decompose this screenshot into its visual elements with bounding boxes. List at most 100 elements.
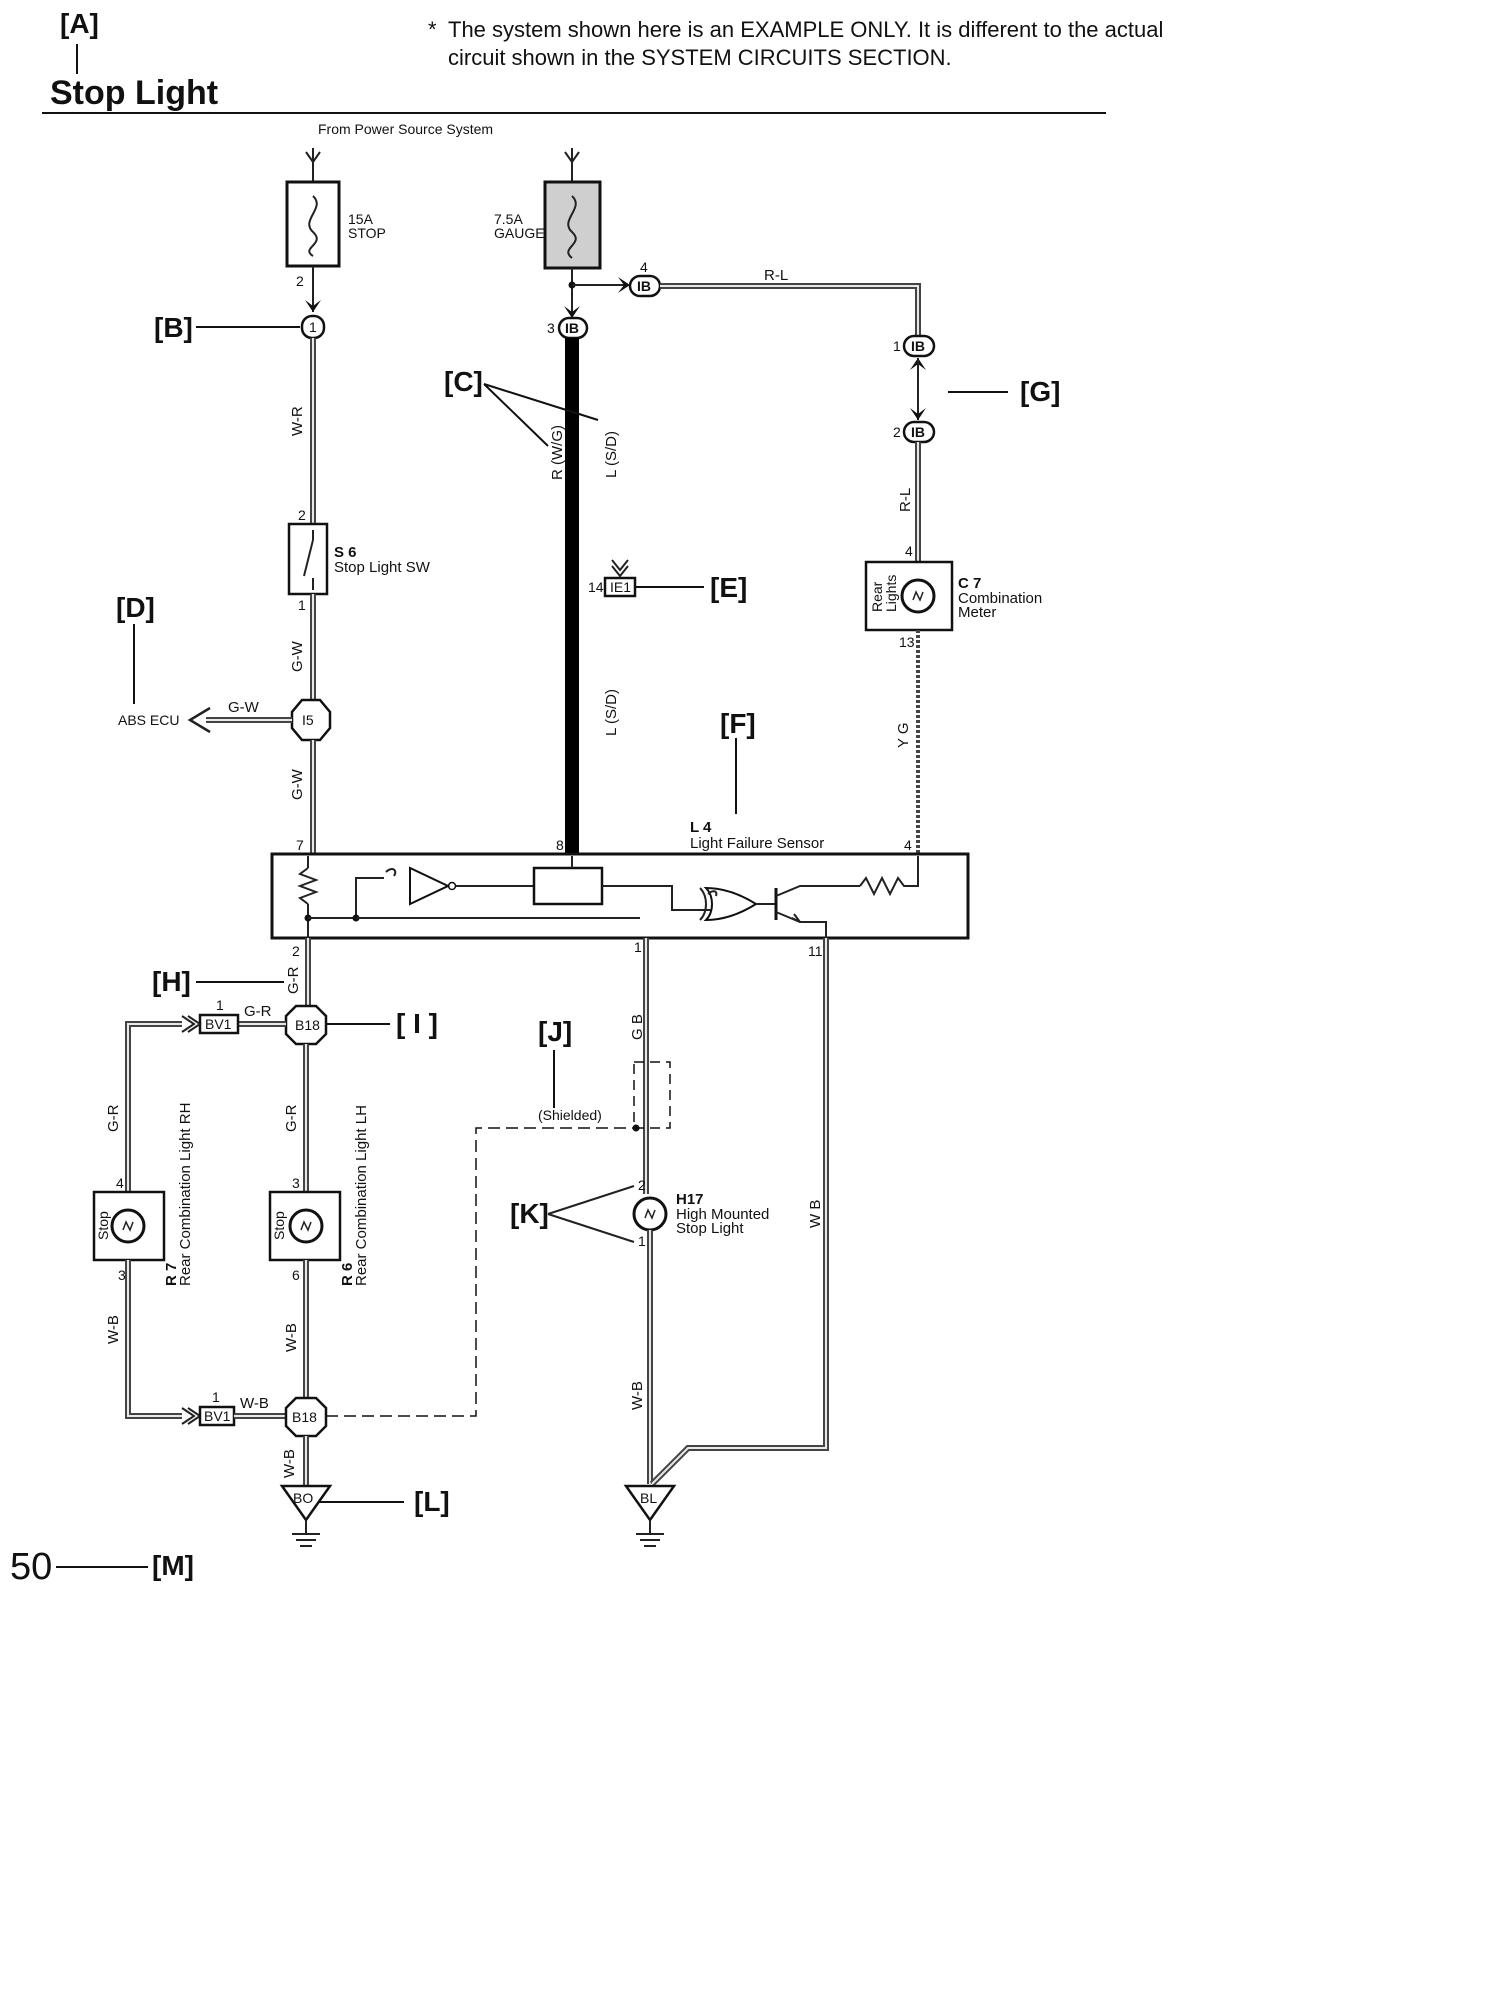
h17-pin-top: 2 xyxy=(638,1177,646,1193)
r7-pin-bottom: 3 xyxy=(118,1267,126,1283)
callout-c: [C] xyxy=(444,366,483,397)
c7-meter-body xyxy=(864,560,954,632)
connector-bv1-lower-label: BV1 xyxy=(204,1408,231,1424)
abs-ecu-label: ABS ECU xyxy=(118,712,179,728)
ground-bl-label: BL xyxy=(640,1490,657,1506)
shielded-label: (Shielded) xyxy=(538,1107,602,1123)
l4-pin-4: 4 xyxy=(904,837,912,853)
wire-label-g-w-upper: G-W xyxy=(289,640,306,672)
callout-k-leaders xyxy=(547,1185,635,1243)
connector-bv1-lower-pin: 1 xyxy=(212,1389,220,1405)
l4-pin-8: 8 xyxy=(556,837,564,853)
r7-name: Rear Combination Light RH xyxy=(177,1103,194,1286)
r6-pin-bottom: 6 xyxy=(292,1267,300,1283)
wire-label-g-w-abs: G-W xyxy=(228,699,260,716)
c7-name2: Meter xyxy=(958,604,996,621)
l4-pin-1: 1 xyxy=(634,939,642,955)
connector-ib-pin1-label: IB xyxy=(911,338,925,354)
callout-a-leader xyxy=(76,44,78,74)
wire-label-w-b-return: W B xyxy=(807,1200,824,1228)
connector-ib-pin3-number: 3 xyxy=(547,320,555,336)
callout-a: [A] xyxy=(60,8,99,39)
l4-light-failure-sensor: L 4 Light Failure Sensor 2 1 11 xyxy=(270,819,970,959)
l4-pin-11: 11 xyxy=(808,943,823,959)
connector-ib-pin4-number: 4 xyxy=(640,259,648,275)
wire-label-g-r-horizontal: G-R xyxy=(244,1003,272,1020)
l4-pin-2: 2 xyxy=(292,943,300,959)
l4-sense-resistor xyxy=(297,867,319,905)
gauge-fuse-element xyxy=(567,195,577,259)
wire-label-g-w-lower: G-W xyxy=(289,768,306,800)
wire-label-g-b: G B xyxy=(629,1014,646,1040)
connector-ie1-label: IE1 xyxy=(610,579,631,595)
gauge-fuse-box xyxy=(543,180,602,270)
wire-label-w-b-r7: W-B xyxy=(105,1315,122,1344)
l4-pin-7: 7 xyxy=(296,837,304,853)
r7-code: R 7 xyxy=(163,1263,180,1286)
h17-name2: Stop Light xyxy=(676,1220,744,1237)
wire-label-r-wg: R (W/G) xyxy=(549,425,566,480)
callout-f: [F] xyxy=(720,708,756,739)
h17-pin-bottom: 1 xyxy=(638,1233,646,1249)
callout-i: [ I ] xyxy=(396,1008,438,1039)
r7-pin-top: 4 xyxy=(116,1175,124,1191)
r7-inner-label: Stop xyxy=(95,1211,111,1240)
stop-circuit-left: 1 W-R 2 S 6 Stop Light SW 1 G-W I5 G-W A… xyxy=(118,266,431,856)
shield-outline xyxy=(633,1061,671,1129)
h17-code: H17 xyxy=(676,1191,704,1208)
l4-input-resistor xyxy=(859,856,919,897)
junction-i5-label: I5 xyxy=(302,712,314,728)
c7-pin-top: 4 xyxy=(905,543,913,559)
gauge-fuse-name: GAUGE xyxy=(494,225,545,241)
callout-l: [L] xyxy=(414,1486,450,1517)
c7-lamp xyxy=(900,578,936,614)
stop-fuse-element xyxy=(308,195,318,257)
callout-d: [D] xyxy=(116,592,155,623)
l4-or-gate xyxy=(703,886,758,922)
gauge-feed-arrow xyxy=(564,151,580,164)
callout-m-leader xyxy=(56,1566,148,1568)
connector-ib-pin2-number: 2 xyxy=(893,424,901,440)
gauge-fuse-rating: 7.5A xyxy=(494,211,523,227)
wire-label-g-r-h: G-R xyxy=(285,966,302,994)
wire-label-y-g: Y G xyxy=(895,722,912,748)
shield-drain-wire xyxy=(326,1127,640,1417)
wire-label-w-b-ground: W-B xyxy=(281,1449,298,1478)
connector-ib-pin3-label: IB xyxy=(565,320,579,336)
c7-name1: Combination xyxy=(958,590,1042,607)
connector-bv1-upper-pin: 1 xyxy=(216,997,224,1013)
c7-pin-bottom: 13 xyxy=(899,634,915,650)
wire-label-g-r-r7: G-R xyxy=(105,1104,122,1132)
gauge-circuit: IB 3 R (W/G) L (S/D) L (S/D) 8 IB 4 R-L … xyxy=(547,259,1042,856)
s6-switch-contact xyxy=(303,539,314,577)
callout-j: [J] xyxy=(538,1016,573,1047)
wire-label-w-r: W-R xyxy=(289,406,306,436)
h17-name1: High Mounted xyxy=(676,1206,769,1223)
r6-bulb xyxy=(288,1208,324,1244)
c7-inner-label1: Rear xyxy=(869,581,885,612)
connector-ib-pin1 xyxy=(902,334,936,358)
stop-fuse-name: STOP xyxy=(348,225,386,241)
s6-pin-top: 2 xyxy=(298,507,306,523)
power-source: From Power Source System xyxy=(305,121,580,182)
s6-name: Stop Light SW xyxy=(334,559,431,576)
stop-feed-arrow xyxy=(305,151,321,164)
stop-fuse-box xyxy=(285,180,341,268)
connector-bv1-upper-label: BV1 xyxy=(205,1016,232,1032)
junction-b18-upper-label: B18 xyxy=(295,1017,320,1033)
high-mount-circuit: G B (Shielded) 2 1 H17 High Mounted Stop… xyxy=(538,938,829,1547)
page-title: Stop Light xyxy=(50,74,219,112)
wire-label-l-sd-lower: L (S/D) xyxy=(603,689,620,736)
wire-label-r-l-vertical: R-L xyxy=(897,488,914,512)
r6-pin-top: 3 xyxy=(292,1175,300,1191)
r7-bulb xyxy=(110,1208,146,1244)
gauge-fuse: 7.5A GAUGE xyxy=(494,180,602,270)
callout-c-leaders xyxy=(483,383,599,447)
r6-code: R 6 xyxy=(339,1263,356,1286)
ground-bl xyxy=(623,1484,677,1523)
l4-name: Light Failure Sensor xyxy=(690,835,824,852)
stop-fuse: 15A STOP 2 xyxy=(285,180,386,289)
wire-label-r-l-top: R-L xyxy=(764,267,788,284)
connector-ie1 xyxy=(603,576,637,598)
junction-b18-lower-label: B18 xyxy=(292,1409,317,1425)
